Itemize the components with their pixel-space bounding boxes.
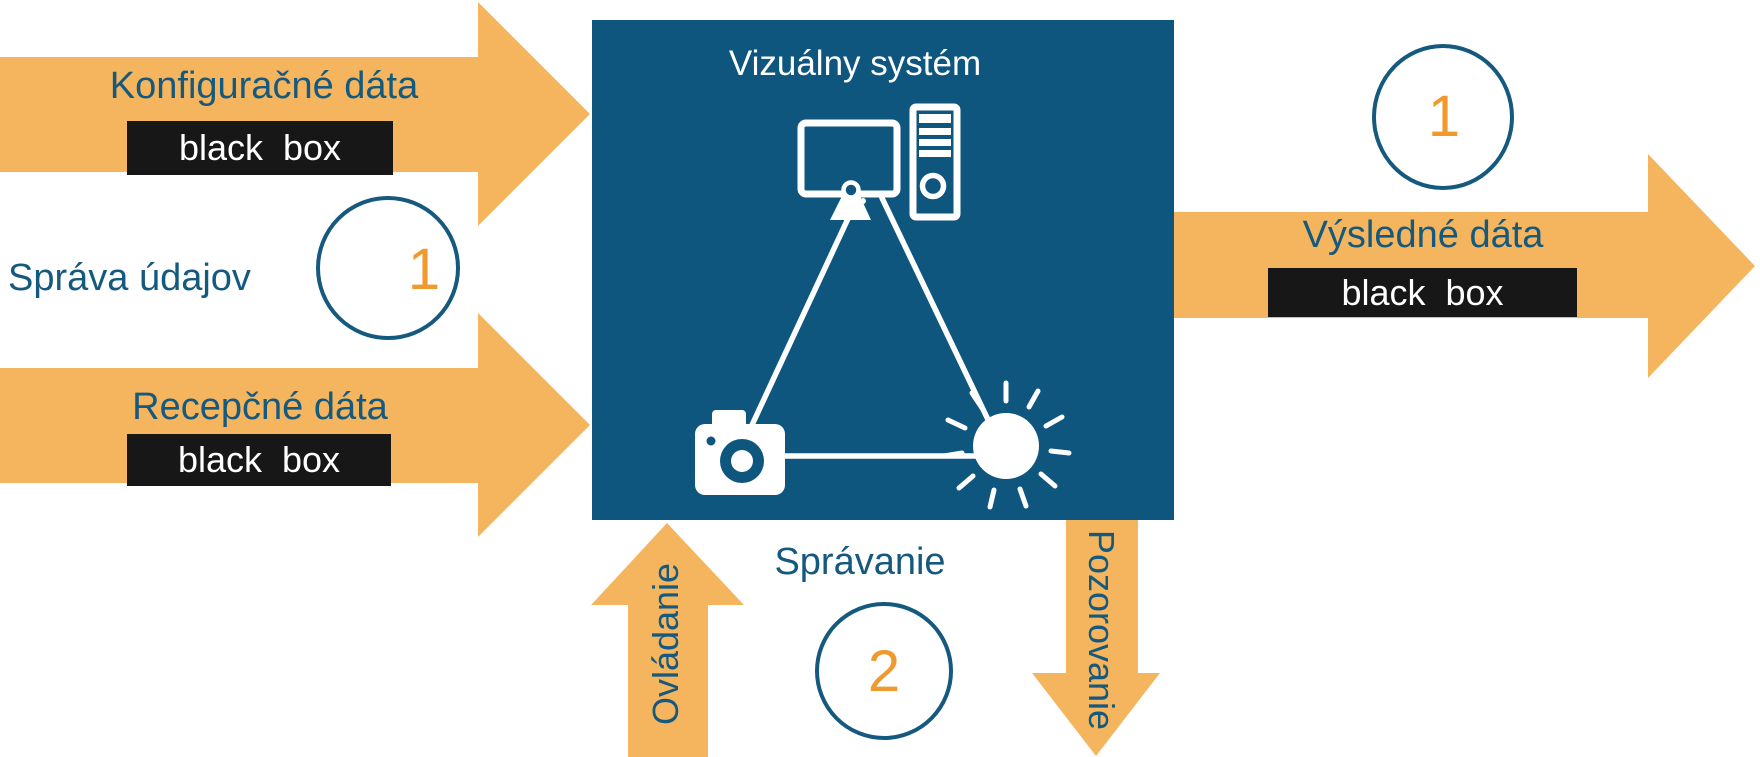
triangle-connector-lines <box>749 195 1009 459</box>
visual-system-panel <box>592 20 1174 520</box>
input-badge-circle <box>316 196 460 340</box>
behavior-badge-number: 2 <box>867 639 901 704</box>
config-blackbox: black box <box>127 121 393 175</box>
output-data-arrow <box>1174 154 1755 378</box>
behavior-badge-circle <box>815 602 953 740</box>
output-data-label: Výsledné dáta <box>1302 214 1544 257</box>
reception-blackbox: black box <box>127 434 391 486</box>
output-badge-number: 1 <box>1427 84 1461 149</box>
behavior-label: Správanie <box>774 541 946 584</box>
data-management-label: Správa údajov <box>8 257 251 299</box>
computer-icon <box>797 103 961 221</box>
output-badge-circle <box>1372 44 1514 190</box>
config-data-label: Konfiguračné dáta <box>109 65 419 108</box>
config-data-arrow <box>0 2 590 226</box>
control-up-arrow <box>591 523 744 757</box>
output-blackbox: black box <box>1268 268 1577 317</box>
camera-icon <box>695 410 785 495</box>
input-badge-number: 1 <box>407 237 441 302</box>
visual-system-title: Vizuálny systém <box>728 44 982 83</box>
control-label: Ovládanie <box>645 562 687 726</box>
observation-down-arrow <box>1032 520 1160 756</box>
light-source-icon <box>941 380 1072 510</box>
reception-data-label: Recepčné dáta <box>132 386 388 429</box>
observation-label: Pozorovanie <box>1080 529 1122 731</box>
